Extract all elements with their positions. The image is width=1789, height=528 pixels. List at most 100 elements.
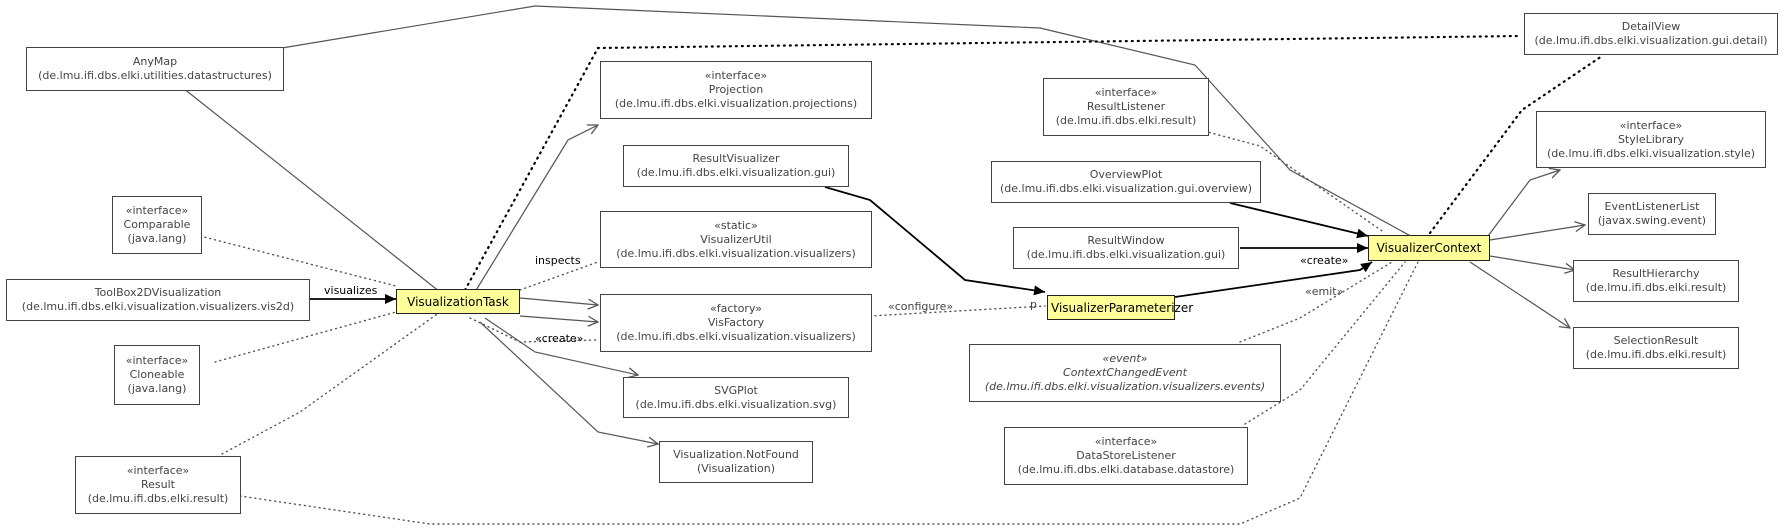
edge-result-visctx (239, 261, 1419, 525)
class-box-visualizerparameterizer[interactable]: VisualizerParameterizer (1047, 295, 1194, 320)
edge-visfactory-visparam (869, 305, 1046, 317)
edge-visctx-resulthierarchy (1489, 255, 1575, 270)
class-name: VisualizerParameterizer (1051, 300, 1194, 315)
class-name: SVGPlot (714, 383, 758, 397)
edge-result-vistask (221, 311, 441, 455)
class-name: Projection (708, 83, 764, 96)
edge-label-visualizes: visualizes (324, 284, 378, 297)
edge-resultlistener-visctx (1184, 125, 1386, 234)
class-stereotype: «interface» (125, 204, 189, 217)
class-box-selectionresult[interactable]: SelectionResult (de.lmu.ifi.dbs.elki.res… (1573, 327, 1739, 369)
class-box-comparable[interactable]: «interface» Comparable (java.lang) (112, 196, 202, 254)
edge-label-create-visfactory: «create» (535, 332, 584, 345)
class-box-resultwindow[interactable]: ResultWindow (de.lmu.ifi.dbs.elki.visual… (1013, 227, 1239, 269)
edge-ctxchanged-visctx (1239, 261, 1393, 343)
class-stereotype: «factory» (709, 302, 762, 315)
class-name: VisualizationTask (407, 294, 509, 309)
class-stereotype: «interface» (704, 69, 768, 82)
class-package: (Visualization) (696, 462, 776, 475)
edge-label-p: p (1030, 298, 1037, 311)
class-box-visfactory[interactable]: «factory» VisFactory (de.lmu.ifi.dbs.elk… (600, 294, 872, 352)
class-stereotype: «interface» (1619, 118, 1683, 132)
class-stereotype: «interface» (1094, 435, 1158, 448)
class-package: (de.lmu.ifi.dbs.elki.visualization.gui.o… (999, 182, 1253, 195)
class-name: ResultWindow (1087, 234, 1165, 247)
edge-visparam-visctx (1174, 261, 1373, 298)
class-name: VisualizerContext (1376, 241, 1482, 255)
class-package: (de.lmu.ifi.dbs.elki.result) (1585, 348, 1727, 361)
class-package: (de.lmu.ifi.dbs.elki.database.datastore) (1017, 463, 1235, 476)
class-box-visualizationtask[interactable]: VisualizationTask (396, 289, 520, 314)
class-name: Result (141, 478, 175, 491)
class-package: (java.lang) (127, 232, 187, 245)
edge-label-inspects: inspects (535, 254, 581, 267)
edge-label-configure: «configure» (888, 300, 954, 313)
class-stereotype: «interface» (1094, 86, 1158, 99)
edge-vistask-detailview (463, 34, 1522, 292)
class-name: Visualization.NotFound (673, 448, 799, 461)
edge-visctx-detailview (1428, 54, 1604, 235)
edge-visctx-selectionresult (1469, 261, 1570, 328)
class-name: DetailView (1621, 20, 1681, 33)
class-package: (de.lmu.ifi.dbs.elki.visualization.visua… (616, 246, 856, 260)
class-box-visualizercontext[interactable]: VisualizerContext (1368, 235, 1490, 261)
class-box-toolbox2dvisualization[interactable]: ToolBox2DVisualization (de.lmu.ifi.dbs.e… (6, 279, 310, 321)
edge-dslistener-visctx (1244, 261, 1406, 425)
class-box-result[interactable]: «interface» Result (de.lmu.ifi.dbs.elki.… (75, 456, 241, 514)
edge-vistask-visfactory-create (469, 317, 599, 343)
class-stereotype: «interface» (125, 354, 189, 367)
edge-vistask-visfactory1 (519, 297, 598, 305)
class-box-overviewplot[interactable]: OverviewPlot (de.lmu.ifi.dbs.elki.visual… (991, 161, 1261, 203)
edge-cloneable-vistask (214, 311, 397, 363)
class-package: (de.lmu.ifi.dbs.elki.result) (1585, 281, 1727, 294)
class-package: (javax.swing.event) (1597, 214, 1707, 227)
class-name: ResultHierarchy (1612, 267, 1700, 280)
class-box-resultlistener[interactable]: «interface» ResultListener (de.lmu.ifi.d… (1043, 78, 1209, 136)
class-package: (de.lmu.ifi.dbs.elki.visualization.gui) (1026, 248, 1226, 261)
class-package: (de.lmu.ifi.dbs.elki.visualization.style… (1546, 146, 1756, 160)
class-package: (de.lmu.ifi.dbs.elki.visualization.proje… (614, 97, 858, 110)
edge-vistask-visfactory2 (519, 315, 598, 322)
edge-anymap-vistask (182, 87, 441, 293)
class-box-cloneable[interactable]: «interface» Cloneable (java.lang) (114, 345, 200, 405)
edge-vistask-notfound (479, 321, 658, 444)
edge-label-create-visctx: «create» (1300, 254, 1349, 267)
class-box-svgplot[interactable]: SVGPlot (de.lmu.ifi.dbs.elki.visualizati… (623, 377, 849, 418)
class-package: (de.lmu.ifi.dbs.elki.utilities.datastruc… (38, 69, 272, 82)
class-box-resultvisualizer[interactable]: ResultVisualizer (de.lmu.ifi.dbs.elki.vi… (623, 145, 849, 187)
class-name: SelectionResult (1613, 334, 1699, 347)
class-box-contextchangedevent[interactable]: «event» ContextChangedEvent (de.lmu.ifi.… (969, 344, 1281, 402)
class-box-anymap[interactable]: AnyMap (de.lmu.ifi.dbs.elki.utilities.da… (26, 47, 284, 91)
class-box-visualization-notfound[interactable]: Visualization.NotFound (Visualization) (659, 441, 813, 483)
class-package: (de.lmu.ifi.dbs.elki.visualization.svg) (635, 397, 837, 411)
class-package: (de.lmu.ifi.dbs.elki.visualization.visua… (616, 330, 856, 343)
class-package: (java.lang) (127, 382, 187, 395)
class-box-detailview[interactable]: DetailView (de.lmu.ifi.dbs.elki.visualiz… (1524, 13, 1778, 55)
class-name: VisualizerUtil (700, 232, 772, 246)
class-package: (de.lmu.ifi.dbs.elki.visualization.visua… (21, 300, 295, 313)
class-box-stylelibrary[interactable]: «interface» StyleLibrary (de.lmu.ifi.dbs… (1536, 111, 1766, 168)
class-name: ResultVisualizer (692, 152, 780, 165)
class-box-projection[interactable]: «interface» Projection (de.lmu.ifi.dbs.e… (600, 61, 872, 119)
class-name: Cloneable (129, 368, 185, 381)
edge-vistask-visutil (519, 261, 599, 291)
edge-overviewplot-visctx (1229, 202, 1369, 239)
edge-resultvis-visparam (824, 186, 1046, 296)
class-name: EventListenerList (1604, 200, 1700, 213)
class-package: (de.lmu.ifi.dbs.elki.result) (1055, 114, 1197, 127)
class-name: ResultListener (1086, 100, 1166, 113)
edge-anymap-visctx (281, 5, 1419, 241)
class-box-eventlistenerlist[interactable]: EventListenerList (javax.swing.event) (1588, 193, 1716, 235)
class-box-datastorelistener[interactable]: «interface» DataStoreListener (de.lmu.if… (1004, 427, 1248, 485)
class-name: DataStoreListener (1076, 449, 1176, 462)
class-package: (de.lmu.ifi.dbs.elki.visualization.gui) (636, 166, 836, 179)
class-package: (de.lmu.ifi.dbs.elki.result) (87, 492, 229, 505)
class-box-resulthierarchy[interactable]: ResultHierarchy (de.lmu.ifi.dbs.elki.res… (1573, 260, 1739, 302)
class-stereotype: «static» (714, 218, 758, 232)
class-box-visualizerutil[interactable]: «static» VisualizerUtil (de.lmu.ifi.dbs.… (600, 211, 872, 268)
class-stereotype: «interface» (126, 464, 190, 477)
edge-visctx-stylelib (1487, 170, 1560, 237)
edge-label-emit: «emit» (1305, 285, 1344, 298)
class-name: ToolBox2DVisualization (94, 286, 222, 299)
